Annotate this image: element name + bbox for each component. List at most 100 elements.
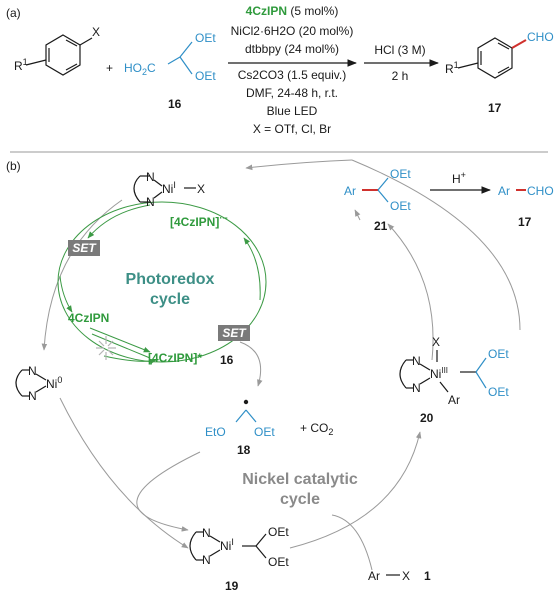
product-cho: CHO <box>527 30 554 44</box>
panel-b: (b) <box>6 159 554 593</box>
aryl-halide-structure: X R1 <box>14 25 100 76</box>
step2-bottom: 2 h <box>392 69 409 83</box>
compound-20-label: 20 <box>420 411 434 425</box>
product-17-structure: CHO R1 17 <box>445 30 554 115</box>
set-label-left: SET <box>72 241 97 255</box>
ni-19-oet-bottom: OEt <box>268 555 289 569</box>
ni-19-n-top: N <box>202 526 211 540</box>
czipn-ground: 4CzIPN <box>68 311 109 325</box>
compound-17-cycle: 17 <box>518 215 532 229</box>
photoredox-arrow-2 <box>243 237 261 301</box>
ni0-n-top: N <box>28 364 37 378</box>
light-burst-icon <box>96 336 116 360</box>
ni-i-alkyl-19: N N NiI OEt OEt 19 <box>189 525 289 593</box>
ni-iii-n-bottom: N <box>412 381 421 395</box>
ni0-metal: Ni0 <box>46 375 62 391</box>
cycle-arrow-right <box>387 223 434 361</box>
nickel-cycle-title-1: Nickel catalytic <box>242 471 358 488</box>
h-plus: H+ <box>452 170 466 186</box>
ni-i-x-complex: N N NiI X <box>133 170 205 209</box>
acetal-oet-bottom: OEt <box>390 199 411 213</box>
acid-formula: HO2C <box>124 61 156 77</box>
plus-sign: + <box>106 61 113 75</box>
cond-catalyst: 4CzIPN (5 mol%) <box>246 4 339 18</box>
panel-a-label: (a) <box>6 6 21 20</box>
arrow-18-to-nickel <box>136 451 201 532</box>
photoredox-ring <box>57 201 267 363</box>
ni-19-oet-top: OEt <box>268 525 289 539</box>
radical-eto: EtO <box>205 425 226 439</box>
radical-oet: OEt <box>254 425 275 439</box>
ni-iii-complex-20: N N NiIII X Ar OEt OEt 20 <box>399 335 509 425</box>
aryl-x-label: X <box>92 25 100 39</box>
excitation-arrow-a <box>89 327 151 353</box>
ni-19-n-bottom: N <box>202 553 211 567</box>
ni-iii-oet-top: OEt <box>488 347 509 361</box>
ni-iii-n-top: N <box>412 354 421 368</box>
cycle-arrow-top-right <box>351 159 521 331</box>
ni0-complex: N N Ni0 <box>15 364 62 403</box>
photoredox-title-1: Photoredox <box>126 271 215 288</box>
excitation-arrow-b <box>91 333 151 359</box>
compound-1-label: 1 <box>424 569 431 583</box>
compound-18-label: 18 <box>237 443 251 457</box>
ni-iii-metal: NiIII <box>430 366 448 381</box>
ni-i-x-x: X <box>197 182 205 196</box>
set-badge-right <box>218 325 250 341</box>
acid-oet-top: OEt <box>195 31 216 45</box>
czipn-radical-anion: [4CzIPN]·− <box>170 213 228 229</box>
conditions-block: 4CzIPN (5 mol%) NiCl2·6H2O (20 mol%) dtb… <box>231 4 354 136</box>
product-ar: Ar <box>498 184 510 198</box>
set-label-right: SET <box>222 326 247 340</box>
ni-i-x-metal: NiI <box>162 180 176 196</box>
compound-21-label: 21 <box>374 219 388 233</box>
acid-16-structure: HO2C OEt OEt 16 <box>124 31 216 111</box>
ni-i-x-n-bottom: N <box>146 195 155 209</box>
radical-dot <box>243 399 249 405</box>
cycle-arrow-left-bottom <box>59 397 189 549</box>
nickel-cycle-title-2: cycle <box>280 491 320 508</box>
product-cho-b: CHO <box>527 184 554 198</box>
compound-16-label: 16 <box>168 97 182 111</box>
arx-ar: Ar <box>368 569 380 583</box>
compound-19-label: 19 <box>225 579 239 593</box>
cond-line5: DMF, 24-48 h, r.t. <box>246 86 338 100</box>
acid-oet-bottom: OEt <box>195 69 216 83</box>
acetal-21-structure: Ar OEt OEt 21 <box>344 167 411 233</box>
cond-line2: NiCl2·6H2O (20 mol%) <box>231 24 354 38</box>
compound-16-cycle: 16 <box>220 353 234 367</box>
photoredox-arrow-1 <box>103 355 157 365</box>
arx-1: Ar X 1 <box>368 569 431 583</box>
cond-line3: dtbbpy (24 mol%) <box>245 42 339 56</box>
cond-line6: Blue LED <box>267 104 318 118</box>
arx-x: X <box>402 569 410 583</box>
arx-entry-arrow <box>331 514 373 571</box>
compound-17-label: 17 <box>488 101 502 115</box>
step2-top: HCl (3 M) <box>374 43 425 57</box>
ni-i-x-n-top: N <box>146 170 155 184</box>
cycle-arrow-bottom-right <box>289 431 422 549</box>
product-r1: R1 <box>445 60 459 76</box>
ni-iii-x: X <box>432 335 440 349</box>
cond-line4: Cs2CO3 (1.5 equiv.) <box>238 68 347 82</box>
panel-a: (a) X R1 + HO2C OEt OEt 16 4CzIPN (5 <box>6 4 554 136</box>
cycle-arrow-left-top <box>41 199 123 351</box>
photoredox-arrow-4 <box>59 275 73 313</box>
set-badge-left <box>68 240 100 256</box>
ni-19-metal: NiI <box>220 537 234 553</box>
arrow-20-to-21 <box>354 209 361 221</box>
photoredox-title-2: cycle <box>150 291 190 308</box>
ni0-n-bottom: N <box>28 389 37 403</box>
cond-line7: X = OTf, Cl, Br <box>253 122 331 136</box>
acetal-oet-top: OEt <box>390 167 411 181</box>
ni-iii-ar: Ar <box>448 393 460 407</box>
r1-label: R1 <box>14 57 28 73</box>
photoredox-arrow-3 <box>87 204 151 239</box>
panel-b-label: (b) <box>6 159 21 173</box>
radical-18-structure: EtO OEt + CO2 18 <box>205 399 333 457</box>
czipn-excited: [4CzIPN]* <box>148 351 202 365</box>
arrow-16-to-18 <box>239 341 263 387</box>
cycle-arrow-top <box>245 159 353 171</box>
acetal-ar: Ar <box>344 184 356 198</box>
